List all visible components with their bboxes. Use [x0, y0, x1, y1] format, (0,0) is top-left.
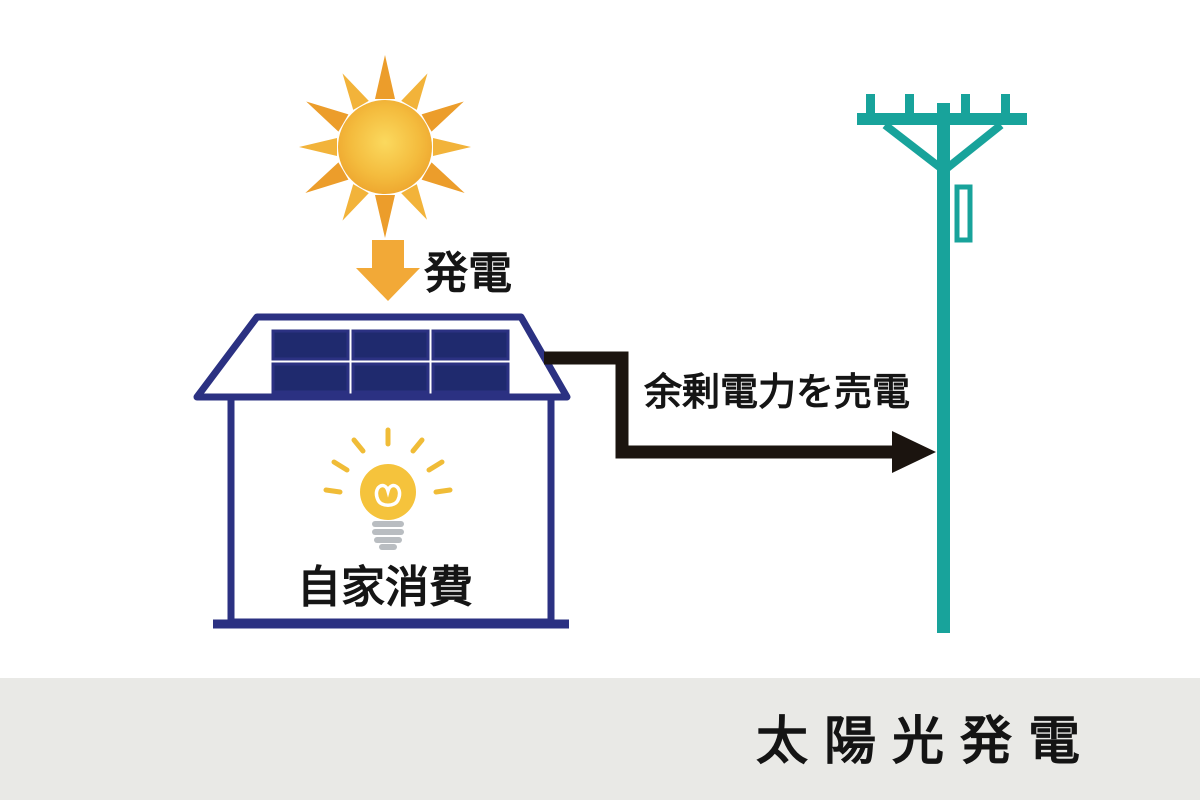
- down-arrow-icon: [356, 240, 420, 301]
- lightbulb-icon: [323, 427, 453, 550]
- self-consumption-label: 自家消費: [297, 563, 473, 612]
- generation-label: 発電: [424, 249, 512, 298]
- surplus-sale-label: 余剰電力を売電: [644, 372, 911, 414]
- right-arrow-icon: [544, 351, 936, 473]
- utility-pole-icon: [857, 94, 1027, 633]
- solar-panel-icon: [271, 329, 510, 394]
- diagram-title: 太陽光発電: [755, 713, 1096, 771]
- footer-band: [0, 678, 1200, 800]
- sun-icon: [299, 55, 471, 238]
